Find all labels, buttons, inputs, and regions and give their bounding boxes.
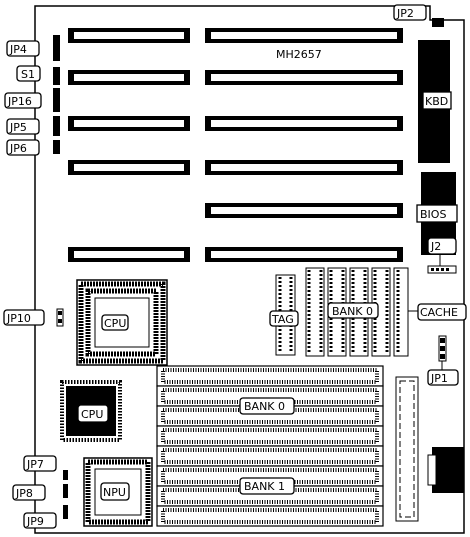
cache-sram-bank: BANK 0	[305, 267, 409, 357]
jumper-jp4: JP4	[6, 35, 60, 61]
simm-slots: BANK 0 BANK 1	[156, 365, 384, 527]
keyboard-connector	[427, 447, 464, 493]
svg-text:KBD: KBD	[425, 95, 448, 108]
svg-text:S1: S1	[21, 68, 35, 81]
cache-label: CACHE	[408, 303, 467, 321]
svg-text:BANK 0: BANK 0	[244, 400, 285, 413]
svg-text:JP7: JP7	[26, 458, 44, 471]
svg-text:JP5: JP5	[9, 121, 27, 134]
svg-text:JP2: JP2	[396, 7, 414, 20]
svg-text:BIOS: BIOS	[420, 208, 446, 221]
switch-s1: S1	[16, 65, 60, 85]
svg-text:JP4: JP4	[9, 43, 27, 56]
svg-text:JP10: JP10	[6, 312, 31, 325]
keyboard-controller-chip: KBD	[418, 40, 452, 163]
svg-text:JP16: JP16	[7, 95, 32, 108]
jumper-jp2: JP2	[393, 4, 444, 27]
jumper-jp9: JP9	[23, 505, 68, 529]
jumper-jp5: JP5	[6, 116, 60, 136]
cpu-socket: CPU	[76, 279, 168, 366]
tag-ram-chip: TAG	[269, 274, 299, 356]
svg-text:CACHE: CACHE	[420, 306, 458, 319]
svg-text:JP8: JP8	[15, 487, 33, 500]
jumper-jp7: JP7	[23, 455, 68, 480]
svg-text:J2: J2	[430, 240, 441, 253]
power-connector	[395, 376, 419, 522]
board-model-label: MH2657	[276, 48, 322, 61]
jumper-jp16: JP16	[4, 88, 60, 112]
svg-text:NPU: NPU	[103, 486, 126, 499]
svg-text:CPU: CPU	[81, 408, 103, 421]
svg-text:BANK 0: BANK 0	[332, 305, 373, 318]
jumper-jp8: JP8	[12, 484, 68, 501]
svg-text:JP6: JP6	[9, 142, 27, 155]
jumper-jp10: JP10	[3, 308, 64, 327]
npu-socket: NPU	[83, 457, 153, 527]
connector-j2: J2	[427, 237, 457, 274]
svg-text:BANK 1: BANK 1	[244, 480, 285, 493]
svg-text:JP1: JP1	[430, 372, 448, 385]
jumper-jp6: JP6	[6, 139, 60, 156]
expansion-slots-left	[68, 28, 190, 262]
svg-text:CPU: CPU	[104, 317, 126, 330]
svg-text:JP9: JP9	[26, 515, 44, 528]
expansion-slots-right	[205, 28, 403, 262]
jumper-jp1: JP1	[427, 335, 459, 386]
svg-text:TAG: TAG	[271, 313, 294, 326]
cpu-chip: CPU	[60, 380, 122, 442]
